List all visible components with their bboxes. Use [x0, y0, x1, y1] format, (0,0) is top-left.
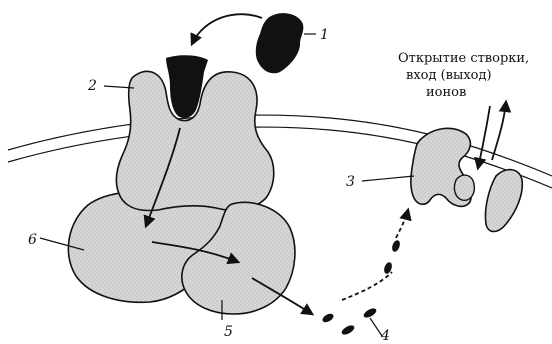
binding-arrow [192, 14, 262, 44]
channel-gate-flap [454, 175, 474, 200]
ligand-1 [256, 13, 304, 73]
label-3: 3 [346, 174, 355, 190]
second-messengers-4 [321, 239, 401, 336]
ion-flow-out-arrow [492, 102, 506, 160]
caption-line-2: вход (выход) [406, 68, 492, 83]
caption-line-1: Открытие створки, [398, 51, 529, 66]
caption-line-3: ионов [426, 85, 466, 100]
label-2: 2 [87, 78, 97, 94]
ion-flow-in-arrow [478, 106, 490, 168]
label-6: 6 [28, 232, 37, 248]
label-1: 1 [320, 27, 329, 43]
label-5: 5 [224, 324, 233, 340]
messenger-arrow [342, 210, 408, 300]
label-4: 4 [380, 328, 390, 344]
ion-channel-right-half [485, 170, 522, 232]
